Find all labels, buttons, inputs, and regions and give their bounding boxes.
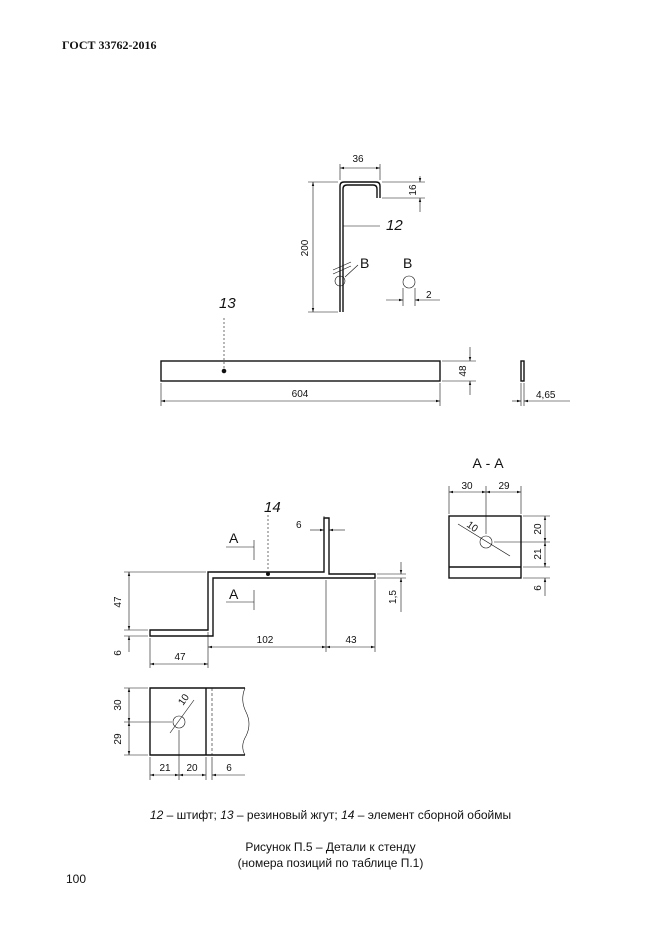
legend-num-12: 12 <box>149 808 164 822</box>
dim-604: 604 <box>292 389 309 400</box>
dim-36: 36 <box>352 154 364 165</box>
dim-sec-6: 6 <box>533 585 544 591</box>
dim-6-top: 6 <box>296 520 302 531</box>
legend-num-14: 14 <box>341 808 355 822</box>
part-12-pin <box>308 164 440 313</box>
dim-47-vert: 47 <box>113 596 124 608</box>
dim-43: 43 <box>345 635 357 646</box>
dim-plan-21: 21 <box>159 763 171 774</box>
dim-plan-29: 29 <box>113 733 124 745</box>
dim-2: 2 <box>426 290 432 301</box>
dim-sec-29: 29 <box>498 481 510 492</box>
pos-14-label: 14 <box>264 499 281 516</box>
dim-sec-30: 30 <box>461 481 473 492</box>
part-13-strip <box>160 318 570 406</box>
part-14-profile <box>124 515 406 668</box>
legend-num-13: 13 <box>220 808 234 822</box>
legend-text-13: – резиновый жгут; <box>233 808 342 822</box>
dim-sec-hole-10: 10 <box>464 519 480 535</box>
dim-sec-21: 21 <box>533 548 544 560</box>
view-mark-b: В <box>360 255 369 271</box>
section-a-a-title: А - А <box>472 455 504 471</box>
figure-caption-note: (номера позиций по таблице П.1) <box>237 856 424 870</box>
dim-plan-20: 20 <box>186 763 198 774</box>
document-header: ГОСТ 33762-2016 <box>62 38 157 52</box>
dim-plan-6: 6 <box>226 763 232 774</box>
page-number: 100 <box>66 872 87 886</box>
dim-48: 48 <box>458 365 469 377</box>
pos-12-label: 12 <box>386 217 403 234</box>
figure-legend: 12 – штифт; 13 – резиновый жгут; 14 – эл… <box>0 808 661 822</box>
dim-200: 200 <box>300 239 311 256</box>
dim-47-horiz: 47 <box>174 652 186 663</box>
section-mark-a-bottom: А <box>229 586 239 602</box>
dim-plan-30: 30 <box>113 699 124 711</box>
dim-102: 102 <box>257 635 274 646</box>
dim-16: 16 <box>408 184 419 196</box>
legend-text-14: – элемент сборной обоймы <box>354 808 512 822</box>
dim-sec-20: 20 <box>533 523 544 535</box>
part-14-plan-view <box>124 687 250 780</box>
pos-13-label: 13 <box>219 295 236 312</box>
dim-6-base: 6 <box>113 650 124 656</box>
view-title-b: В <box>403 255 412 271</box>
figure-caption-title: Рисунок П.5 – Детали к стенду <box>245 840 416 854</box>
dim-4-65: 4,65 <box>536 390 556 401</box>
dim-1-5: 1,5 <box>388 590 399 604</box>
section-mark-a-top: А <box>229 530 239 546</box>
section-a-a <box>448 486 550 596</box>
legend-text-12: – штифт; <box>163 808 221 822</box>
